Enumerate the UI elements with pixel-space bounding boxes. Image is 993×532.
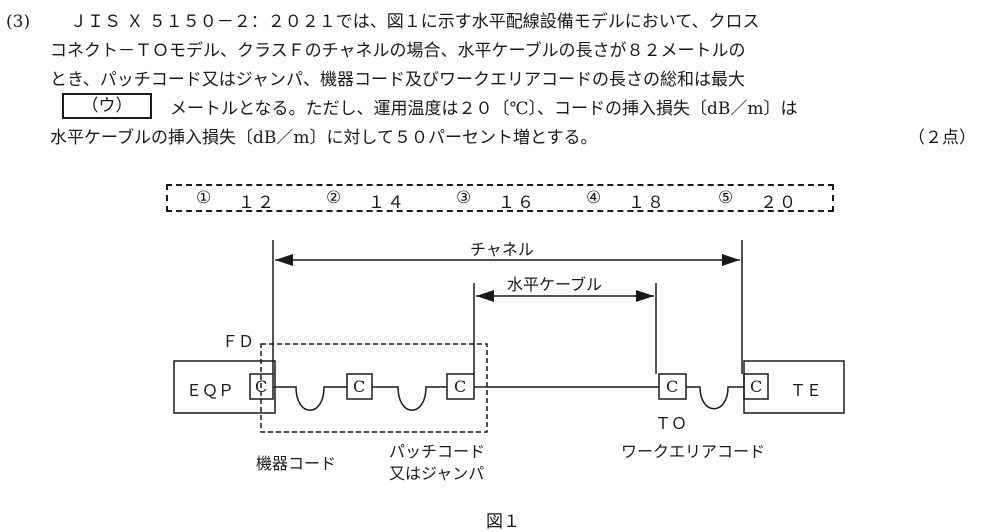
te-label: ＴＥ — [790, 381, 823, 400]
patch-cord-label-line-2: 又はジャンパ — [389, 464, 485, 483]
choice-1-value: １２ — [238, 193, 276, 213]
equipment-cord-line — [273, 386, 347, 411]
question-line-1: ＪＩＳ Ｘ ５１５０－２：２０２１では、図１に示す水平配線設備モデルにおいて、ク… — [70, 12, 760, 32]
choice-4-value: １８ — [628, 193, 666, 213]
figure-caption: 図１ — [486, 512, 520, 532]
cable-arrow-right — [636, 290, 654, 302]
choice-4-num: ④ — [586, 188, 604, 208]
equipment-cord-label: 機器コード — [256, 454, 337, 473]
choice-3-value: １６ — [498, 193, 536, 213]
question-line-2: コネクト－ＴＯモデル、クラスＦのチャネルの場合、水平ケーブルの長さが８２メートル… — [50, 41, 746, 61]
work-area-cord-line — [686, 386, 744, 410]
channel-arrow-left — [275, 254, 293, 266]
horizontal-cable-label: 水平ケーブル — [507, 275, 603, 294]
eqp-label: ＥＱＰ — [186, 381, 235, 400]
cable-arrow-left — [476, 290, 494, 302]
connector-fd-right-label: C — [454, 377, 467, 396]
answer-blank-box: （ウ） — [62, 93, 152, 119]
connector-to-label: C — [666, 377, 679, 396]
question-line-5: 水平ケーブルの挿入損失〔dB／m〕に対して５０パーセント増とする。 — [50, 128, 598, 148]
choice-2-num: ② — [326, 188, 344, 208]
choice-3-num: ③ — [456, 188, 474, 208]
connector-fd-middle-label: C — [353, 377, 366, 396]
choice-5-num: ⑤ — [718, 188, 736, 208]
fd-label: ＦＤ — [222, 332, 255, 351]
patch-cord-label-line-1: パッチコード — [389, 442, 486, 461]
question-line-3: とき、パッチコード又はジャンパ、機器コード及びワークエリアコードの長さの総和は最… — [50, 70, 745, 90]
choices-box: ① １２ ② １４ ③ １６ ④ １８ ⑤ ２０ — [166, 184, 834, 213]
connector-te-label: C — [750, 377, 763, 396]
choice-2-value: １４ — [368, 193, 406, 213]
work-area-cord-label: ワークエリアコード — [621, 442, 766, 461]
to-label: ＴＯ — [655, 414, 688, 433]
connector-eqp-label: C — [255, 377, 268, 396]
choice-1-num: ① — [196, 188, 214, 208]
points: （２点） — [908, 128, 976, 148]
channel-arrow-right — [722, 254, 740, 266]
patch-cord-line — [372, 386, 447, 411]
fd-dashed-region — [260, 343, 488, 433]
question-line-4: メートルとなる。ただし、運用温度は２０〔℃〕、コードの挿入損失〔dB／m〕は — [170, 99, 798, 119]
question-number: (3) — [6, 12, 31, 32]
channel-label: チャネル — [470, 240, 534, 259]
choice-5-value: ２０ — [760, 193, 798, 213]
